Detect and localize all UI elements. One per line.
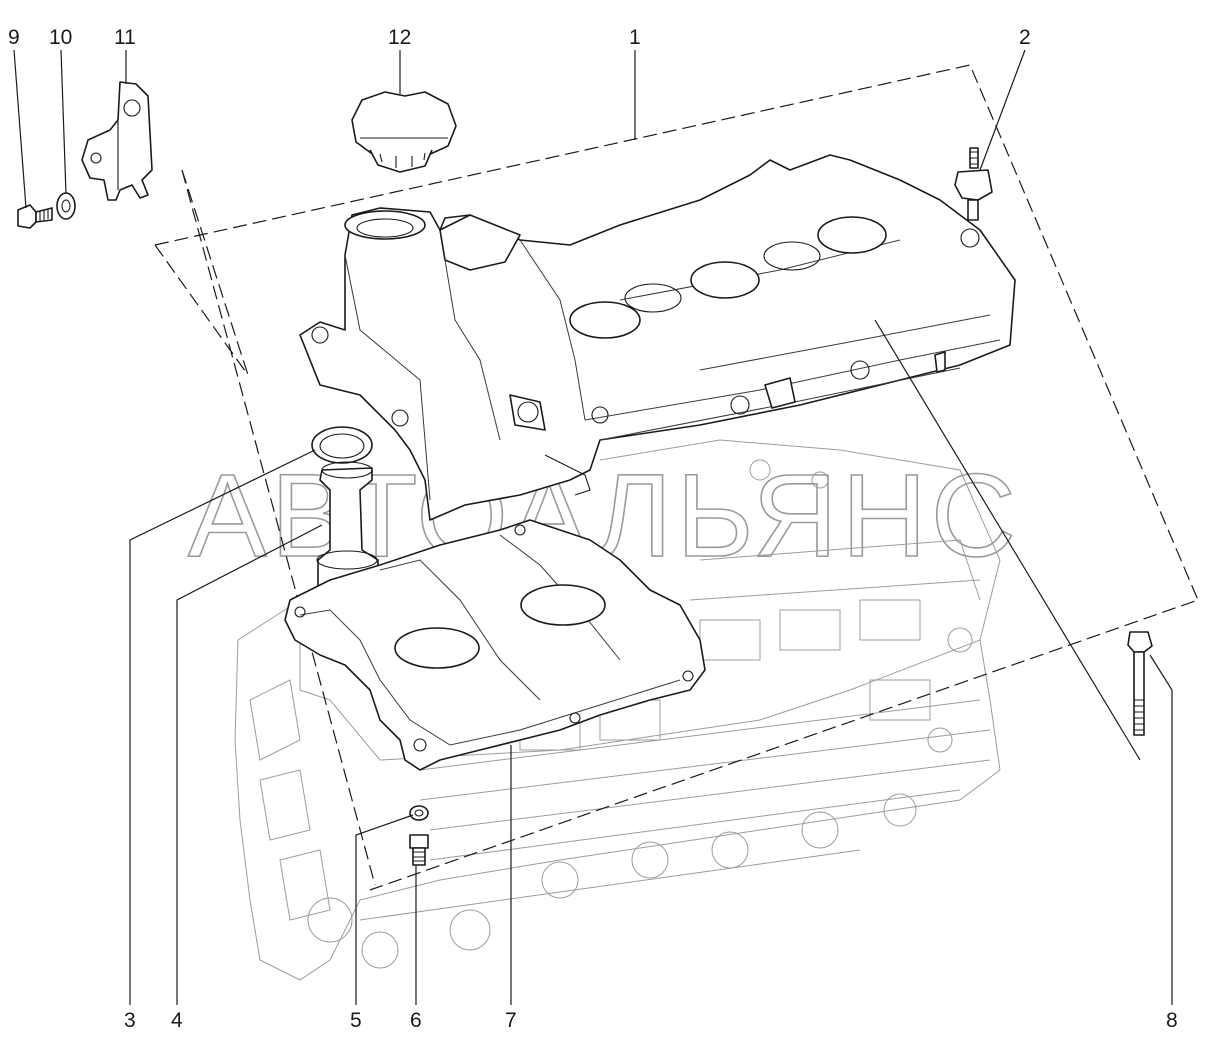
stud-with-bushing bbox=[954, 147, 993, 221]
callout-3: 3 bbox=[124, 1009, 136, 1032]
callout-10: 10 bbox=[49, 26, 72, 49]
callout-8: 8 bbox=[1166, 1009, 1178, 1032]
washer-part-5 bbox=[409, 805, 429, 821]
callout-9: 9 bbox=[8, 26, 20, 49]
bracket bbox=[81, 81, 153, 201]
callout-12: 12 bbox=[388, 26, 411, 49]
washer-part-10 bbox=[56, 192, 76, 220]
callout-2: 2 bbox=[1019, 26, 1031, 49]
leader-lines bbox=[13, 49, 1173, 1005]
valve-cover bbox=[299, 154, 1016, 521]
callout-7: 7 bbox=[505, 1009, 517, 1032]
callout-11: 11 bbox=[114, 26, 136, 49]
callout-1: 1 bbox=[629, 26, 641, 49]
bolt-part-9 bbox=[17, 204, 53, 229]
callout-labels: 9 10 11 12 1 2 3 4 5 6 7 8 bbox=[8, 26, 1178, 1032]
seal-ring bbox=[311, 426, 373, 464]
callout-6: 6 bbox=[410, 1009, 422, 1032]
callout-5: 5 bbox=[350, 1009, 362, 1032]
assembly-dashed-outlines bbox=[154, 64, 1199, 891]
callout-4: 4 bbox=[171, 1009, 183, 1032]
long-bolt-part-8 bbox=[1127, 631, 1153, 736]
bolt-part-6 bbox=[409, 834, 429, 866]
oil-filler-cap bbox=[351, 91, 457, 173]
gasket-plate bbox=[284, 519, 706, 771]
